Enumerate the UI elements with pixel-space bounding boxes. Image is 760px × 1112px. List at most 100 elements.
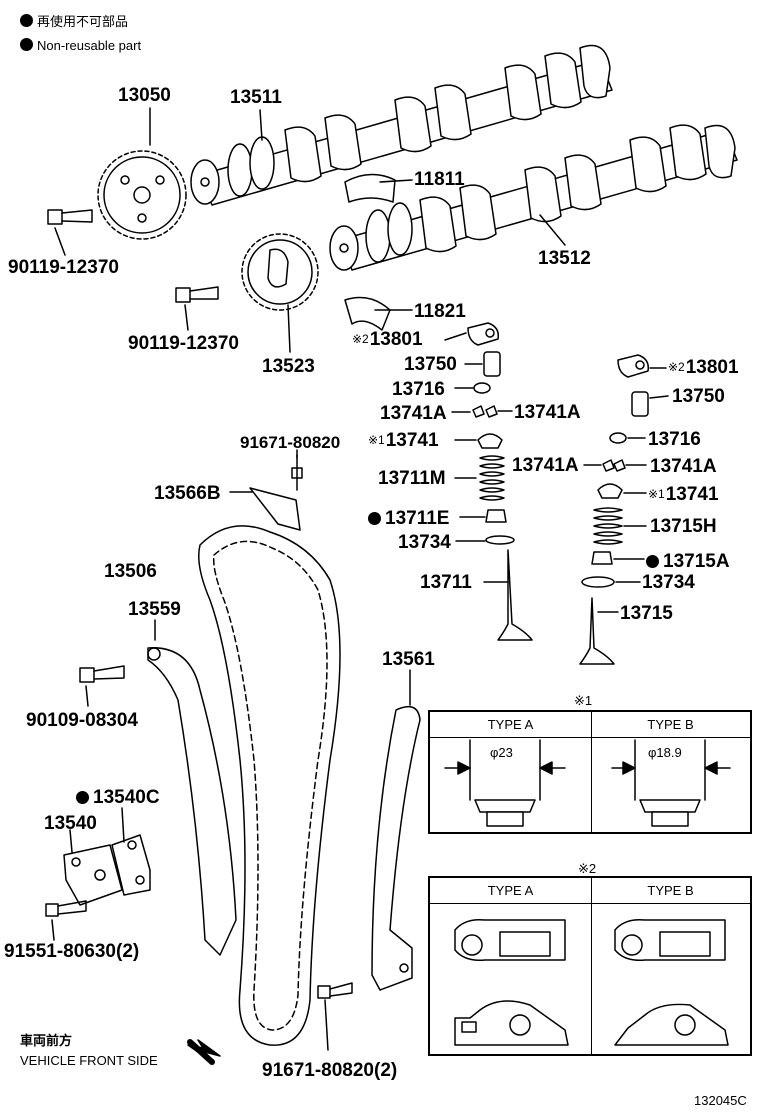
part-label-13506[interactable]: 13506 xyxy=(104,561,157,582)
part-label-13750-left[interactable]: 13750 xyxy=(404,354,457,375)
retainer-13741-left[interactable] xyxy=(454,433,503,449)
part-label-13741A-left-1[interactable]: 13741A xyxy=(380,403,447,424)
bolt-90119-b[interactable] xyxy=(175,286,219,331)
diagram-code: 132045C xyxy=(694,1093,747,1108)
lash-adjuster-13750-right[interactable] xyxy=(631,391,669,417)
part-label-13540C[interactable]: 13540C xyxy=(76,788,160,807)
front-side-en: VEHICLE FRONT SIDE xyxy=(20,1053,158,1068)
part-label-13801-left[interactable]: ※213801 xyxy=(352,330,423,349)
part-number: 13801 xyxy=(685,357,739,378)
table2-header-type-b: TYPE B xyxy=(591,878,750,904)
part-label-91671-2[interactable]: 91671-80820(2) xyxy=(262,1060,398,1081)
bolt-90109[interactable] xyxy=(79,665,125,707)
part-label-13801-right[interactable]: ※213801 xyxy=(668,358,739,377)
rocker-arm-13801-left[interactable] xyxy=(444,322,500,346)
legend-jp-text: 再使用不可部品 xyxy=(37,14,129,29)
tensioner-arm-13559[interactable] xyxy=(147,619,237,956)
part-label-90119-a[interactable]: 90119-12370 xyxy=(8,257,119,278)
spring-13715H[interactable] xyxy=(593,507,647,545)
spring-13711M[interactable] xyxy=(454,455,505,501)
part-label-91671[interactable]: 91671-80820 xyxy=(240,433,341,452)
part-number: 13741 xyxy=(665,484,719,505)
chain-guide-13566B[interactable] xyxy=(229,449,303,531)
seat-13734-left[interactable] xyxy=(455,535,515,545)
part-label-11811[interactable]: 11811 xyxy=(414,169,465,190)
table1-type-b-drawing xyxy=(611,739,731,827)
part-label-90119-b[interactable]: 90119-12370 xyxy=(128,333,239,354)
seal-13711E[interactable] xyxy=(459,509,507,523)
table1-divider xyxy=(591,712,592,832)
shim-13716-left[interactable] xyxy=(454,382,491,394)
legend-en: Non-reusable part xyxy=(20,38,141,52)
bolt-91551[interactable] xyxy=(45,900,87,941)
retainer-13741-right[interactable] xyxy=(597,483,647,499)
part-label-13716-left[interactable]: 13716 xyxy=(392,379,445,400)
part-label-13741-right[interactable]: ※113741 xyxy=(648,485,719,504)
part-label-13734-right[interactable]: 13734 xyxy=(642,572,695,593)
bearing-11821[interactable] xyxy=(344,296,391,331)
bolt-90119-a[interactable] xyxy=(47,209,93,256)
part-label-13540[interactable]: 13540 xyxy=(44,813,97,834)
table1: TYPE A TYPE B xyxy=(428,710,752,834)
part-label-13741A-right-1[interactable]: 13741A xyxy=(512,455,579,476)
non-reusable-bullet-icon xyxy=(646,555,659,568)
seat-13734-right[interactable] xyxy=(581,576,641,588)
bolt-91671-2[interactable] xyxy=(317,982,353,1051)
part-label-13511[interactable]: 13511 xyxy=(230,87,282,108)
legend-jp: 再使用不可部品 xyxy=(20,14,128,28)
part-label-13741A-left-2[interactable]: 13741A xyxy=(514,402,581,423)
camshaft-13511[interactable] xyxy=(190,44,613,206)
mark-1: ※1 xyxy=(648,487,665,501)
shim-13716-right[interactable] xyxy=(609,432,646,444)
bearing-11811[interactable] xyxy=(344,173,396,203)
sprocket-13523[interactable] xyxy=(241,233,319,311)
keeper-13741A-left[interactable] xyxy=(451,405,513,418)
valve-13715[interactable] xyxy=(579,597,619,665)
lash-adjuster-13750-left[interactable] xyxy=(464,351,501,377)
table1-header-type-b: TYPE B xyxy=(591,712,750,738)
part-label-11821[interactable]: 11821 xyxy=(414,301,466,322)
part-label-13566B[interactable]: 13566B xyxy=(154,483,221,504)
part-label-13741A-right-2[interactable]: 13741A xyxy=(650,456,717,477)
part-label-13716-right[interactable]: 13716 xyxy=(648,429,701,450)
part-number: 13715A xyxy=(663,551,730,572)
mark-2: ※2 xyxy=(668,360,685,374)
rocker-arm-13801-right[interactable] xyxy=(617,354,667,378)
front-side-jp: 車両前方 xyxy=(20,1033,73,1048)
part-label-13512[interactable]: 13512 xyxy=(538,248,591,269)
bullet-icon xyxy=(20,38,33,51)
legend-en-text: Non-reusable part xyxy=(37,38,142,53)
part-label-13734-left[interactable]: 13734 xyxy=(398,532,451,553)
part-label-90109[interactable]: 90109-08304 xyxy=(26,710,138,731)
part-label-13711[interactable]: 13711 xyxy=(420,572,472,593)
part-label-13750-right[interactable]: 13750 xyxy=(672,386,725,407)
chain-guide-13561[interactable] xyxy=(371,669,421,991)
vvt-gear-13050[interactable] xyxy=(97,150,187,240)
part-label-13523[interactable]: 13523 xyxy=(262,356,315,377)
camshaft-13512[interactable] xyxy=(329,124,738,271)
part-label-13715H[interactable]: 13715H xyxy=(650,516,717,537)
part-label-91551[interactable]: 91551-80630(2) xyxy=(4,941,140,962)
seal-13715A[interactable] xyxy=(591,551,645,565)
bullet-icon xyxy=(20,14,33,27)
part-label-13715A[interactable]: 13715A xyxy=(646,552,730,571)
gasket-13540C[interactable] xyxy=(111,807,151,896)
timing-chain-13506[interactable] xyxy=(198,525,341,1046)
mark-1: ※1 xyxy=(368,433,385,447)
tensioner-13540[interactable] xyxy=(63,829,123,906)
table2-title: ※2 xyxy=(578,861,597,876)
part-label-13711E[interactable]: 13711E xyxy=(368,509,449,528)
part-label-13050[interactable]: 13050 xyxy=(118,85,171,106)
part-label-13741-left[interactable]: ※113741 xyxy=(368,431,439,450)
part-label-13559[interactable]: 13559 xyxy=(128,599,181,620)
part-label-13715[interactable]: 13715 xyxy=(620,603,673,624)
valve-13711[interactable] xyxy=(483,549,533,641)
non-reusable-bullet-icon xyxy=(76,791,89,804)
part-label-13711M[interactable]: 13711M xyxy=(378,468,446,489)
table1-type-a-drawing xyxy=(444,739,566,827)
table1-title: ※1 xyxy=(574,693,593,708)
part-label-13561[interactable]: 13561 xyxy=(382,649,435,670)
part-number: 13711E xyxy=(385,508,450,529)
keeper-13741A-right[interactable] xyxy=(583,459,647,472)
part-number: 13741 xyxy=(385,430,439,451)
